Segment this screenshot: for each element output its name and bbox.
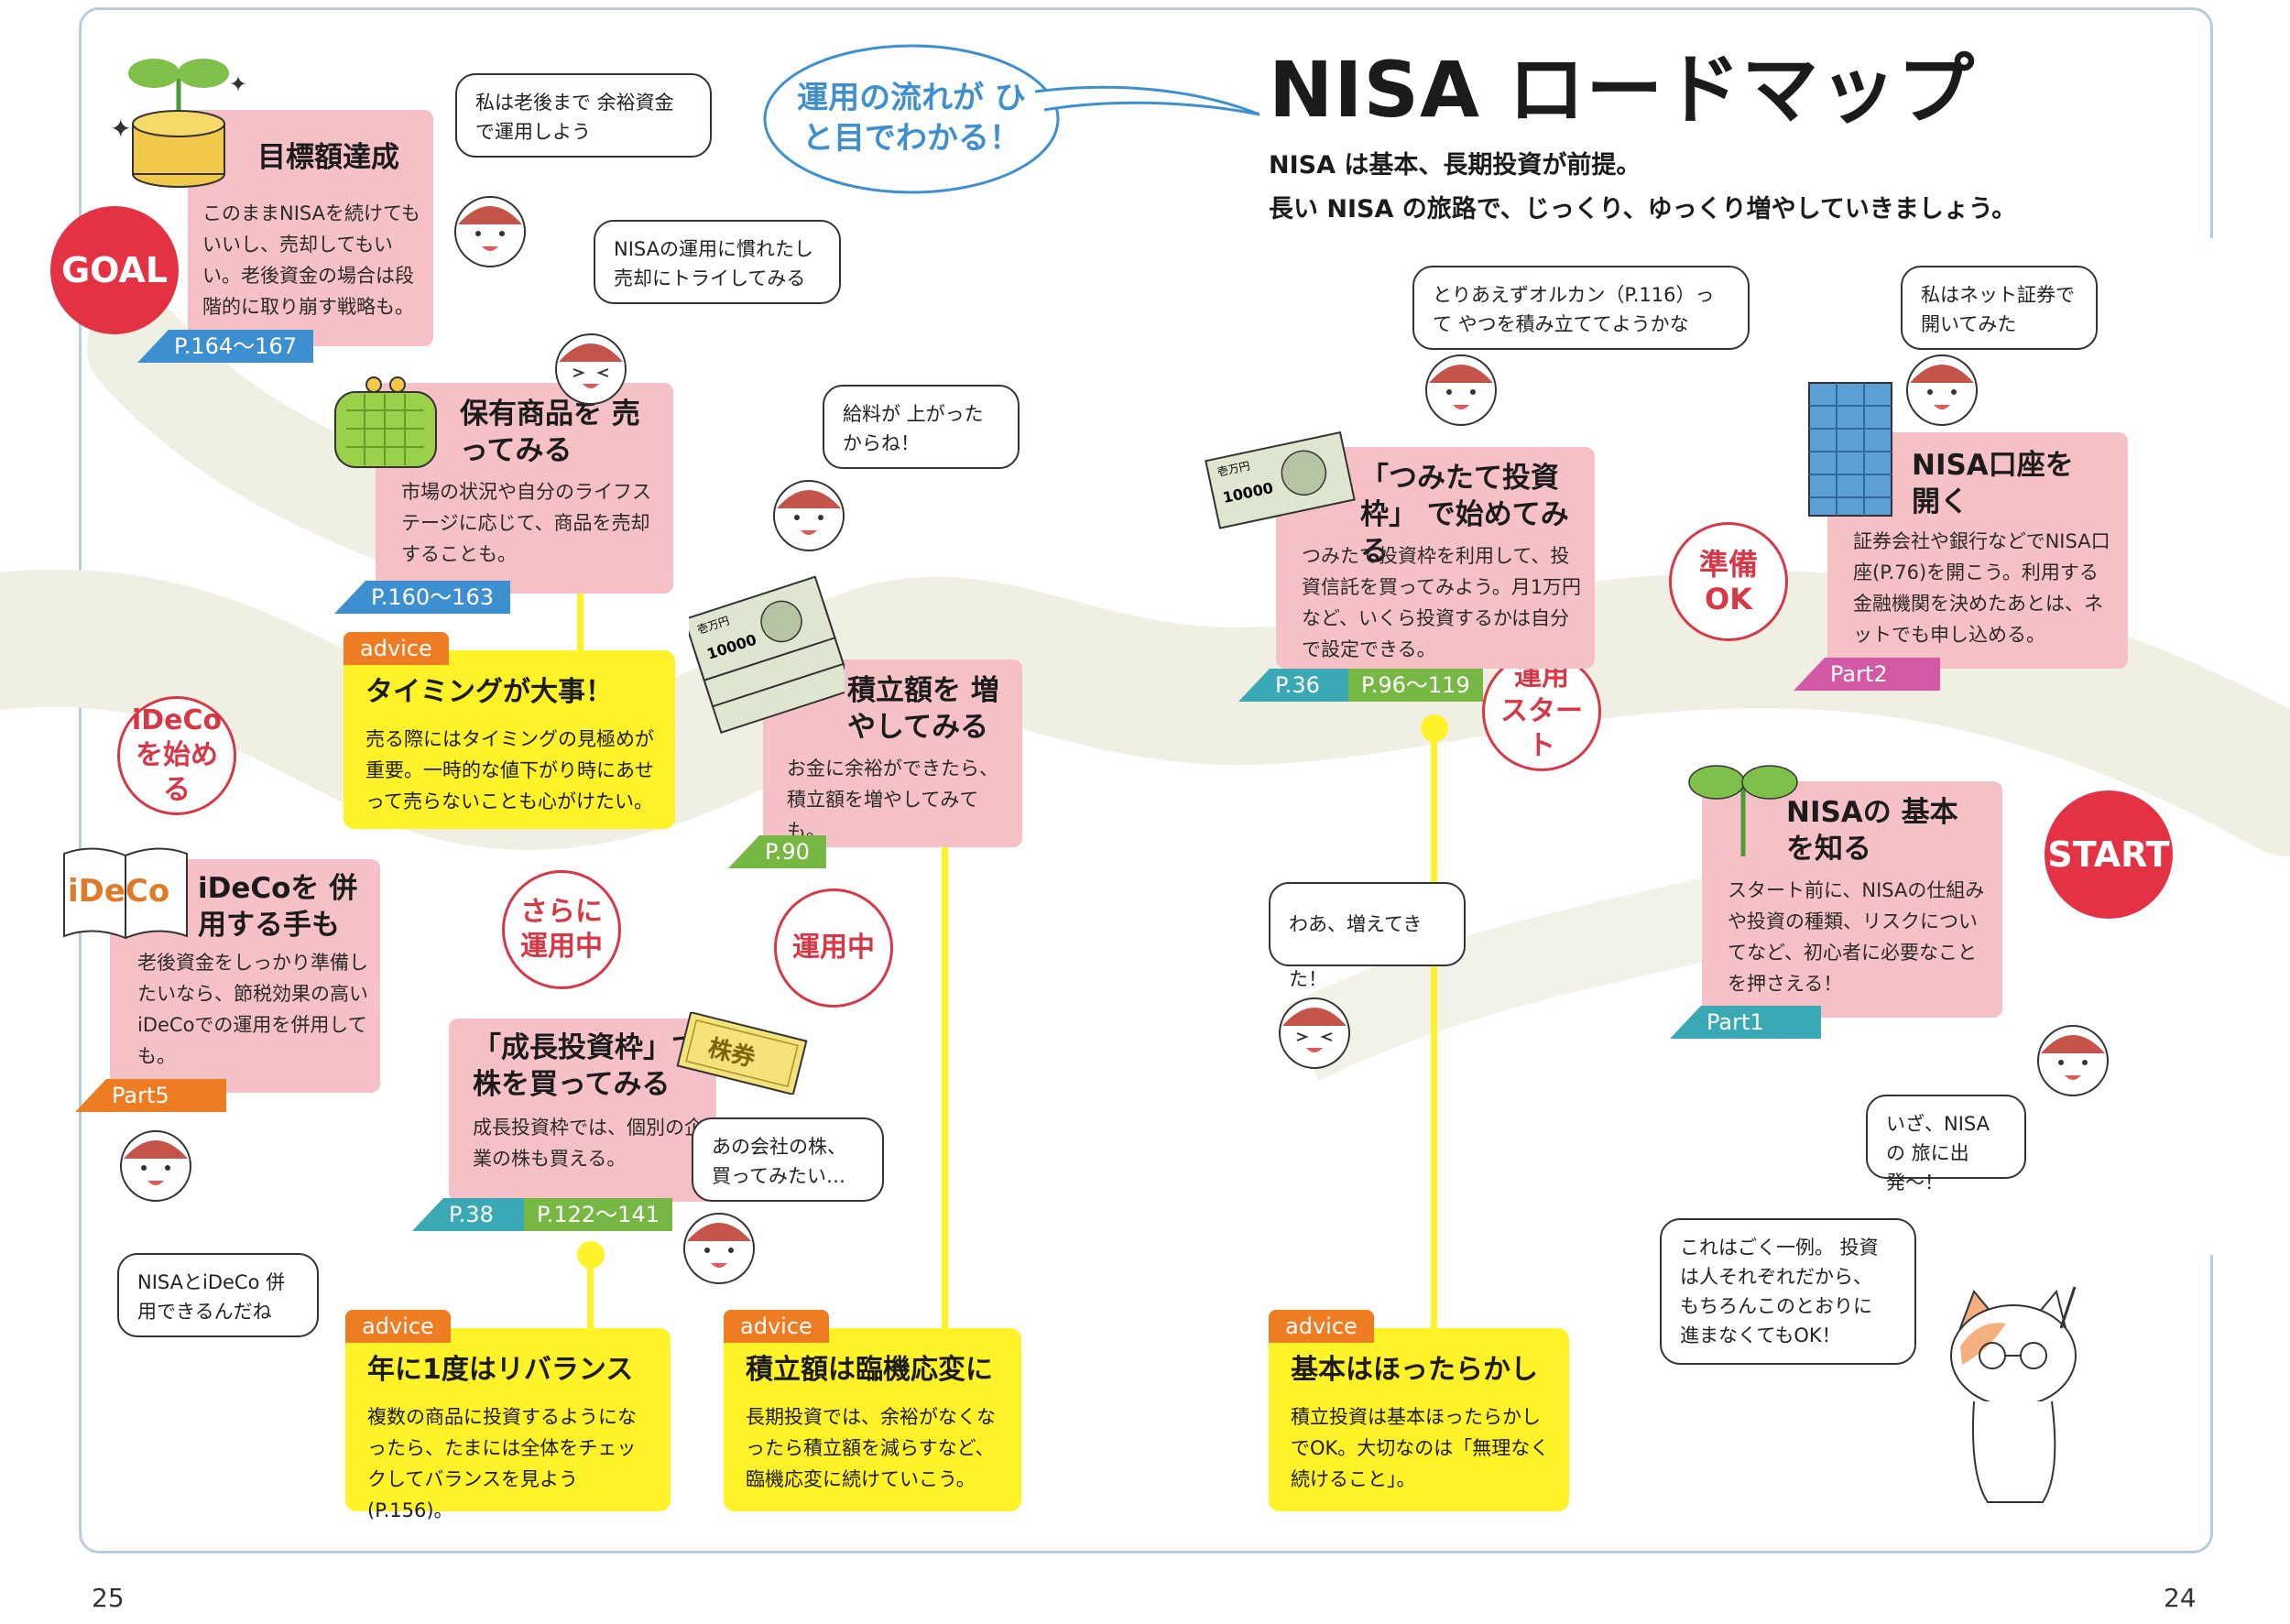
callout-text: 運用の流れが ひと目でわかる！ xyxy=(797,80,1026,157)
step-increase-amount: 積立額を 増やしてみる お金に余裕ができたら、積立額を増やしてみても。 xyxy=(763,659,1022,847)
step-learn-basics: NISAの 基本を知る スタート前に、NISAの仕組みや投資の種類、リスクについ… xyxy=(1702,781,2002,1018)
speech-bubble: NISAの運用に慣れたし 売却にトライしてみる xyxy=(594,220,841,304)
wallet-icon xyxy=(334,376,437,468)
start-marker: START xyxy=(2045,790,2173,919)
step-goal-amount: 目標額達成 このままNISAを続けてもいいし、売却してもいい。老後資金の場合は段… xyxy=(188,110,433,346)
speech-bubble: 給料が 上がったからね！ xyxy=(823,385,1020,469)
woman-face-icon xyxy=(454,196,526,267)
advice-title: タイミングが大事！ xyxy=(365,676,613,708)
step-text: 市場の状況や自分のライフステージに応じて、商品を売却することも。 xyxy=(401,481,651,565)
advice-label: advice xyxy=(345,1310,451,1343)
step-text: つみたて投資枠を利用して、投資信託を買ってみよう。月1万円など、いくら投資するか… xyxy=(1302,545,1582,660)
advice-rinki: advice 積立額は臨機応変に 長期投資では、余裕がなくなったら積立額を減らす… xyxy=(724,1310,1021,1511)
advice-text: 長期投資では、余裕がなくなったら積立額を減らすなど、臨機応変に続けていこう。 xyxy=(746,1406,996,1490)
woman-face-icon xyxy=(1279,997,1350,1069)
step-title: 目標額達成 xyxy=(257,141,399,174)
advice-title: 年に1度はリバランス xyxy=(367,1354,634,1386)
connector-line xyxy=(577,563,583,655)
speech-bubble: これはごく一例。 投資は人それぞれだから、 もちろんこのとおりに 進まなくてもO… xyxy=(1660,1218,1916,1365)
woman-face-icon xyxy=(1906,354,1978,426)
woman-face-icon xyxy=(1425,354,1497,426)
svg-text:✦: ✦ xyxy=(229,71,247,97)
advice-label: advice xyxy=(1269,1310,1374,1343)
cat-mascot-icon xyxy=(1950,1286,2077,1503)
banknote-icon: 壱万円 10000 xyxy=(1205,431,1356,529)
step-title: 「つみたて投資枠」 で始めてみる xyxy=(1360,462,1569,568)
advice-label: advice xyxy=(724,1310,829,1343)
page-tag: P.164〜167 xyxy=(137,330,313,363)
speech-bubble: いざ、NISAの 旅に出発〜！ xyxy=(1866,1095,2026,1193)
page-tag: P.38 xyxy=(412,1198,524,1231)
connector-dot xyxy=(1421,714,1448,742)
woman-face-icon xyxy=(555,333,627,405)
advice-label: advice xyxy=(344,632,449,665)
woman-face-icon xyxy=(120,1130,191,1202)
advice-text: 売る際にはタイミングの見極めが重要。一時的な値下がり時にあせって売らないことも心… xyxy=(365,728,654,812)
page-number-left: 25 xyxy=(92,1583,125,1613)
ideco-start-circle: iDeCo を始める xyxy=(117,696,236,815)
page-number-right: 24 xyxy=(2164,1583,2197,1613)
page-tag: P.122〜141 xyxy=(524,1198,672,1231)
ideco-book-icon: iDeCo xyxy=(63,847,188,940)
unyou-start-circle: 運用 スタート xyxy=(1482,652,1601,771)
advice-text: 複数の商品に投資するようになったら、たまには全体をチェックしてバランスを見よう(… xyxy=(367,1406,637,1521)
advice-timing: advice タイミングが大事！ 売る際にはタイミングの見極めが重要。一時的な値… xyxy=(344,632,675,829)
connector-line xyxy=(587,1255,594,1328)
step-title: NISA口座を 開く xyxy=(1912,449,2074,518)
step-text: このままNISAを続けてもいいし、売却してもいい。老後資金の場合は段階的に取り崩… xyxy=(202,202,420,318)
speech-bubble: 私はネット証券で 開いてみた xyxy=(1901,266,2098,350)
step-title: 積立額を 増やしてみる xyxy=(847,674,999,744)
goal-marker: GOAL xyxy=(50,206,179,334)
step-text: 老後資金をしっかり準備したいなら、節税効果の高いiDeCoでの運用を併用しても。 xyxy=(137,952,368,1067)
speech-bubble: とりあえずオルカン（P.116）って やつを積み立ててようかな xyxy=(1412,266,1750,350)
stock-certificate-icon: 株券 xyxy=(676,1012,808,1095)
sarani-unyouchu-circle: さらに 運用中 xyxy=(502,870,621,989)
step-title: 保有商品を 売ってみる xyxy=(460,398,640,467)
advice-text: 積立投資は基本ほったらかしでOK。大切なのは「無理なく続けること」。 xyxy=(1291,1406,1550,1490)
sprout-icon xyxy=(1688,765,1798,856)
junbi-ok-circle: 準備 OK xyxy=(1669,522,1788,641)
sprout-coins-icon: ✦✦ xyxy=(110,59,247,188)
step-title: 「成長投資枠」で 株を買ってみる xyxy=(473,1031,700,1101)
bank-building-icon xyxy=(1808,382,1892,517)
book-label: iDeCo xyxy=(68,873,169,910)
woman-face-icon xyxy=(2037,1025,2109,1096)
step-text: お金に余裕ができたら、積立額を増やしてみても。 xyxy=(787,758,998,842)
callout-oval xyxy=(763,44,1260,194)
unyouchu-circle: 運用中 xyxy=(774,888,893,1008)
step-text: 証券会社や銀行などでNISA口座(P.76)を開こう。利用する金融機関を決めたあ… xyxy=(1853,530,2110,646)
connector-line xyxy=(1431,728,1437,1360)
woman-face-icon xyxy=(773,480,845,551)
speech-bubble: あの会社の株、 買ってみたい… xyxy=(692,1117,884,1202)
step-title: iDeCoを 併用する手も xyxy=(198,872,358,942)
step-text: 成長投資枠では、個別の企業の株も買える。 xyxy=(473,1117,703,1170)
step-title: NISAの 基本を知る xyxy=(1786,796,1958,866)
svg-text:✦: ✦ xyxy=(110,114,131,144)
woman-face-icon xyxy=(683,1213,755,1284)
subtitle-line-2: 長い NISA の旅路で、じっくり、ゆっくり増やしていきましょう。 xyxy=(1269,195,2017,223)
part-tag: Part1 xyxy=(1670,1006,1821,1039)
advice-rebalance: advice 年に1度はリバランス 複数の商品に投資するようになったら、たまには… xyxy=(345,1310,671,1521)
step-seicho-waku: 「成長投資枠」で 株を買ってみる 成長投資枠では、個別の企業の株も買える。 xyxy=(449,1019,716,1202)
banknotes-icon: 壱万円 10000 xyxy=(689,575,845,735)
page-tag: P.160〜163 xyxy=(334,581,510,614)
speech-bubble: NISAとiDeCo 併用できるんだね xyxy=(117,1253,319,1337)
advice-title: 基本はほったらかし xyxy=(1291,1354,1538,1386)
advice-title: 積立額は臨機応変に xyxy=(746,1354,993,1386)
advice-hottara: advice 基本はほったらかし 積立投資は基本ほったらかしでOK。大切なのは「… xyxy=(1269,1310,1569,1511)
part-tag: Part2 xyxy=(1794,658,1940,691)
page-tag: P.96〜119 xyxy=(1348,669,1483,702)
step-text: スタート前に、NISAの仕組みや投資の種類、リスクについてなど、初心者に必要なこ… xyxy=(1728,879,1985,995)
connector-line xyxy=(942,829,948,1351)
subtitle-line-1: NISA は基本、長期投資が前提。 xyxy=(1269,151,1641,180)
speech-bubble: わあ、増えてきた！ xyxy=(1269,882,1466,990)
page-title: NISA ロードマップ xyxy=(1269,45,1976,135)
speech-bubble: 私は老後まで 余裕資金で運用しよう xyxy=(455,73,712,158)
